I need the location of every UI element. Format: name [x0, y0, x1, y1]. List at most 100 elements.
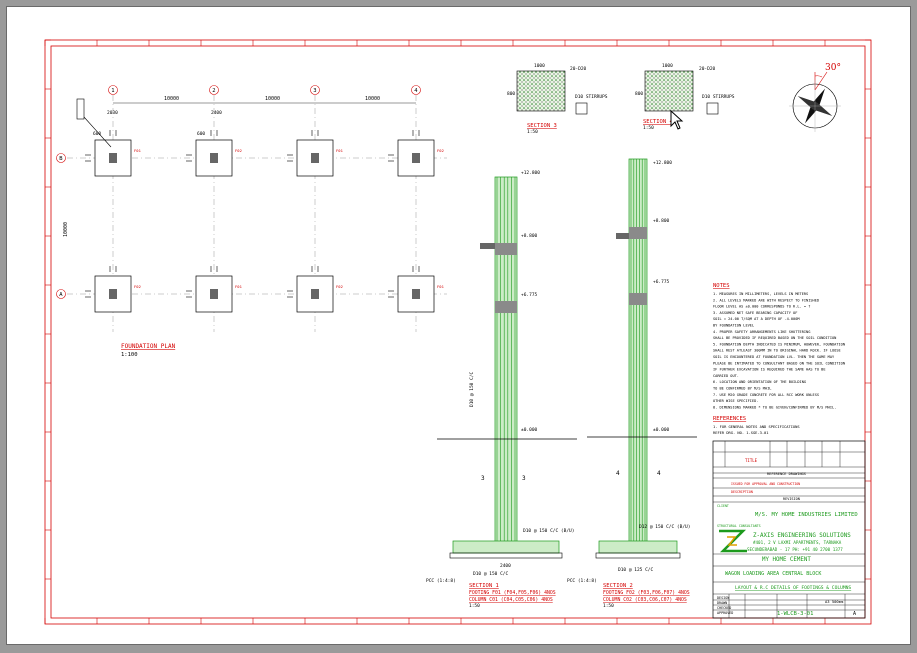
svg-text:COLUMN C01 (C04,C05,C06) 4NOS: COLUMN C01 (C04,C05,C06) 4NOS	[469, 597, 553, 603]
north-compass: 30°	[789, 63, 841, 132]
footing[interactable]: F02	[388, 130, 444, 177]
svg-text:A3 500mm: A3 500mm	[825, 599, 844, 604]
svg-text:1:50: 1:50	[469, 603, 480, 609]
note-line: CARRIED OUT.	[713, 374, 739, 378]
svg-text:1:50: 1:50	[603, 603, 614, 609]
grid-spacing-1: 10000	[164, 96, 179, 102]
footing-tag: F02	[437, 148, 444, 153]
section-4: 1000 800 20-D20 D10 STIRRUPS SECTION 4 1…	[635, 63, 735, 131]
svg-text:+6.775: +6.775	[653, 279, 670, 285]
footing[interactable]: F02	[287, 266, 343, 313]
note-line: FLOOR LEVEL AS ±0.000 CORRESPONDS TO R.L…	[713, 305, 810, 309]
footing[interactable]: F01	[287, 130, 344, 177]
project-name: MY HOME CEMENT	[762, 557, 811, 563]
svg-text:+8.800: +8.800	[521, 233, 538, 239]
svg-text:±0.000: ±0.000	[521, 427, 538, 433]
svg-text:+6.775: +6.775	[521, 292, 538, 298]
footing-tag: F02	[134, 284, 141, 289]
svg-text:COLUMN C02 (C03,C06,C07) 4NOS: COLUMN C02 (C03,C06,C07) 4NOS	[603, 597, 687, 603]
note-line: PLEASE BE INTIMATED TO CONSULTANT BASED …	[713, 361, 845, 365]
svg-text:1000: 1000	[534, 63, 545, 69]
svg-text:#401, 2 V LAXMI APARTMENTS, TA: #401, 2 V LAXMI APARTMENTS, TARNAKA	[753, 540, 842, 545]
plan-dim-d: 600	[197, 131, 205, 137]
note-line: IF FURTHER EXCAVATION IS REQUIRED THE SA…	[713, 368, 826, 372]
row-spacing: 10000	[63, 222, 69, 237]
svg-text:3: 3	[522, 475, 526, 482]
grid-row-label: B	[59, 156, 63, 162]
svg-text:SECUNDERABAD - 17 PH: +91 40 2: SECUNDERABAD - 17 PH: +91 40 2700 1377	[747, 547, 843, 552]
section-2-title: SECTION 2	[603, 583, 633, 589]
svg-text:ISSUED FOR APPROVAL AND CONSTR: ISSUED FOR APPROVAL AND CONSTRUCTION	[731, 482, 800, 486]
client-name: M/S. MY HOME INDUSTRIES LIMITED	[755, 512, 858, 518]
svg-text:PCC (1:4:8): PCC (1:4:8)	[426, 578, 456, 584]
grid-bubble-row	[56, 153, 66, 163]
grid-spacing-3: 10000	[365, 96, 380, 102]
grid-col-label: 4	[414, 88, 418, 94]
svg-text:STRUCTURAL CONSULTANTS: STRUCTURAL CONSULTANTS	[717, 524, 761, 528]
svg-text:D10 STIRRUPS: D10 STIRRUPS	[702, 94, 735, 100]
svg-text:±0.000: ±0.000	[653, 427, 670, 433]
svg-text:D12 @ 150 C/C (B/U): D12 @ 150 C/C (B/U)	[639, 524, 690, 530]
svg-text:1:50: 1:50	[643, 125, 654, 131]
svg-text:CLIENT: CLIENT	[717, 504, 729, 508]
svg-text:APPROVED: APPROVED	[717, 611, 733, 615]
references-heading: REFERENCES	[713, 416, 746, 422]
note-line: 6. LOCATION AND ORIENTATION OF THE BUILD…	[713, 380, 806, 384]
footing-tag: F01	[437, 284, 445, 289]
column-elevation-1: +12.800 +8.800 +6.775 ±0.000 D10 @ 150 C…	[426, 170, 577, 609]
svg-text:D10 @ 150 C/C (B/U): D10 @ 150 C/C (B/U)	[523, 528, 574, 534]
footing-tag: F02	[235, 148, 242, 153]
section-1-title: SECTION 1	[469, 583, 499, 589]
grid-spacing-2: 10000	[265, 96, 280, 102]
note-line: TO BE CONFIRMED BY M/S MHIL	[713, 387, 771, 391]
note-line: BY FOUNDATION LEVEL	[713, 324, 754, 328]
svg-text:2400: 2400	[500, 563, 511, 569]
svg-text:20-D20: 20-D20	[699, 66, 716, 72]
note-line: 1. MEASURES IN MILLIMETERS, LEVELS IN ME…	[713, 292, 808, 296]
plan-scale: 1:100	[121, 352, 138, 358]
svg-text:4: 4	[616, 470, 620, 477]
drawing-title: LAYOUT & R.C DETAILS OF FOOTINGS & COLUM…	[735, 585, 851, 591]
svg-text:REFERENCE DRAWINGS: REFERENCE DRAWINGS	[767, 472, 806, 476]
footing[interactable]: F02	[186, 130, 242, 177]
svg-text:+12.800: +12.800	[521, 170, 540, 176]
svg-text:1000: 1000	[662, 63, 673, 69]
grid-bubble-3	[310, 85, 320, 95]
footing[interactable]: F01	[388, 266, 445, 313]
footing-tag: F02	[336, 284, 343, 289]
footing[interactable]: F02	[85, 266, 141, 313]
section-3: 1000 800 20-D20 D10 STIRRUPS SECTION 3 1…	[507, 63, 608, 135]
svg-text:DRAWN: DRAWN	[717, 601, 727, 605]
mouse-cursor-icon	[670, 110, 684, 130]
note-line: 4. PROPER SAFETY ARRANGEMENTS LIKE SHUTT…	[713, 330, 810, 334]
grid-bubble-4	[411, 85, 421, 95]
grid-bubble-2	[209, 85, 219, 95]
notes-block: NOTES 1. MEASURES IN MILLIMETERS, LEVELS…	[713, 283, 845, 435]
notes-heading: NOTES	[713, 283, 730, 289]
footing-tag: F01	[336, 148, 344, 153]
note-line: SOIL = 24.00 T/SQM AT A DEPTH OF -4.000M	[713, 317, 800, 321]
svg-text:+12.800: +12.800	[653, 160, 672, 166]
footing[interactable]: F01	[186, 266, 243, 313]
footing-tag: F01	[235, 284, 243, 289]
svg-text:TITLE: TITLE	[745, 458, 758, 463]
grid-col-label: 1	[111, 88, 114, 94]
svg-text:REFER DRG. NO. 1-SGE-3-01: REFER DRG. NO. 1-SGE-3-01	[713, 431, 769, 435]
note-line: SHALL REST ATLEAST 300MM IN TO ORIGINAL …	[713, 349, 841, 353]
svg-text:DESIGN: DESIGN	[717, 596, 729, 600]
note-line: 2. ALL LEVELS MARKED ARE WITH RESPECT TO…	[713, 298, 819, 302]
plan-dim-b: 2400	[211, 110, 222, 116]
section-4-title: SECTION 4	[643, 119, 673, 125]
svg-text:FOOTING F02 (F03,F06,F07) 4NOS: FOOTING F02 (F03,F06,F07) 4NOS	[603, 590, 690, 596]
grid-col-label: 3	[313, 88, 316, 94]
svg-text:D10 STIRRUPS: D10 STIRRUPS	[575, 94, 608, 100]
svg-text:D10 @ 150 C/C: D10 @ 150 C/C	[473, 571, 509, 577]
footing[interactable]: F01	[85, 130, 142, 177]
svg-text:800: 800	[635, 91, 643, 97]
svg-text:3: 3	[481, 475, 485, 482]
frame-outer	[44, 39, 872, 625]
note-line: SHALL BE PROVIDED IF REQUIRED BASED ON T…	[713, 336, 836, 340]
